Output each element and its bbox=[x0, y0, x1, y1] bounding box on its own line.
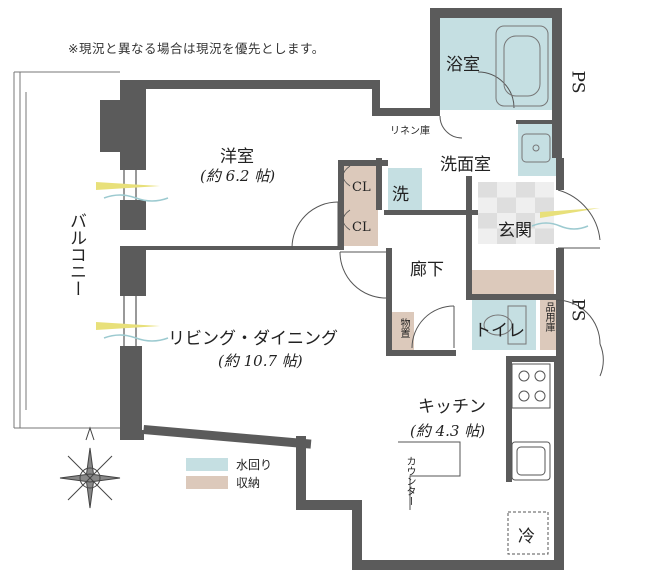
compass-icon bbox=[59, 426, 121, 509]
western-room-size: (約 6.2 帖) bbox=[200, 167, 276, 185]
legend-water-label: 水回り bbox=[236, 458, 273, 472]
ps-mid-label: PS bbox=[567, 298, 588, 322]
shoe-storage-area bbox=[472, 270, 554, 294]
living-size: (約 10.7 帖) bbox=[218, 352, 303, 370]
kitchen-stove bbox=[511, 363, 551, 409]
storage-label: 物置 bbox=[398, 318, 409, 338]
ps-top-label: PS bbox=[567, 70, 588, 94]
toilet-fixture bbox=[483, 305, 527, 345]
laundry-label: 洗 bbox=[392, 185, 409, 205]
doors bbox=[291, 71, 604, 377]
entrance-label: 玄関 bbox=[498, 221, 532, 241]
supply-closet-label: 品用庫 bbox=[543, 302, 554, 332]
kitchen-size: (約 4.3 帖) bbox=[410, 422, 486, 440]
bath-label: 浴室 bbox=[446, 55, 480, 75]
washbasin bbox=[521, 133, 551, 163]
counter bbox=[398, 441, 461, 510]
legend-storage-swatch bbox=[186, 476, 228, 489]
fridge-space bbox=[507, 511, 549, 555]
kitchen-label: キッチン bbox=[418, 397, 486, 417]
walls bbox=[100, 8, 564, 570]
balcony-outline bbox=[13, 71, 120, 429]
storage-area bbox=[392, 312, 414, 352]
closet-area bbox=[344, 166, 378, 246]
linen-label: リネン庫 bbox=[390, 126, 430, 137]
disclaimer-note: ※現況と異なる場合は現況を優先とします。 bbox=[68, 41, 325, 56]
closet-lower-label: CL bbox=[352, 220, 371, 235]
bathtub bbox=[495, 25, 549, 107]
western-room-label: 洋室 bbox=[220, 147, 254, 167]
entrance-tiles bbox=[478, 182, 554, 244]
toilet-area bbox=[472, 298, 536, 350]
corridor-label: 廊下 bbox=[410, 260, 444, 280]
legend-water: 水回り bbox=[186, 456, 272, 473]
balcony-label: バルコニー bbox=[66, 212, 86, 297]
legend-water-swatch bbox=[186, 458, 228, 471]
airflow-arrows bbox=[96, 182, 600, 342]
fridge-label: 冷 bbox=[518, 527, 535, 547]
supply-closet-area bbox=[540, 300, 556, 350]
closet-upper-label: CL bbox=[352, 180, 371, 195]
kitchen-sink bbox=[511, 441, 551, 481]
laundry-area bbox=[388, 168, 422, 210]
washroom-label: 洗面室 bbox=[440, 155, 491, 175]
legend-storage-label: 収納 bbox=[236, 476, 261, 490]
living-label: リビング・ダイニング bbox=[168, 329, 338, 349]
counter-label: カウンター bbox=[404, 456, 415, 506]
toilet-label: トイレ bbox=[474, 321, 525, 341]
legend-storage: 収納 bbox=[186, 474, 260, 491]
